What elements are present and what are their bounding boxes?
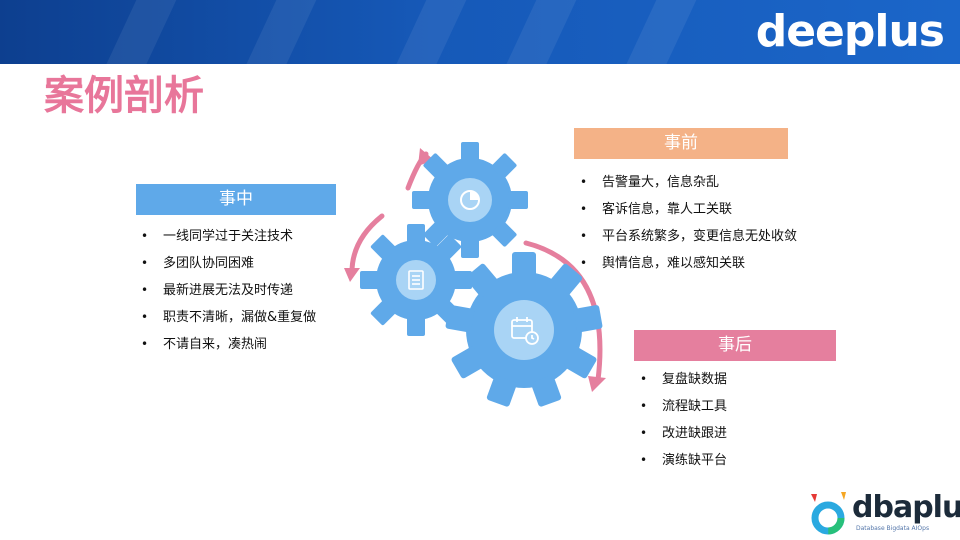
list-item: 多团队协同困难 (139, 250, 316, 277)
list-item: 舆情信息，难以感知关联 (578, 250, 797, 277)
list-item: 一线同学过于关注技术 (139, 223, 316, 250)
document-icon (408, 270, 424, 290)
curved-arrow-icon (523, 240, 603, 383)
after-header: 事后 (634, 330, 836, 361)
top-gear (412, 142, 528, 258)
list-item: 职责不清晰，漏做&重复做 (139, 304, 316, 331)
dbaplus-logo-text: dbaplus (852, 490, 960, 525)
list-item: 平台系统繁多，变更信息无处收敛 (578, 223, 797, 250)
before-header: 事前 (574, 128, 788, 159)
page-title: 案例剖析 (44, 73, 204, 119)
list-item: 告警量大，信息杂乱 (578, 169, 797, 196)
gears-diagram (344, 142, 606, 407)
dbaplus-tagline: Database Bigdata AIOps (856, 525, 930, 532)
calendar-clock-icon (511, 317, 539, 345)
list-item: 不请自来，凑热闹 (139, 331, 316, 358)
list-item: 最新进展无法及时传递 (139, 277, 316, 304)
dbaplus-mark-icon (811, 492, 846, 535)
brand-logo: deeplus (755, 6, 945, 57)
after-list: 复盘缺数据 流程缺工具 改进缺跟进 演练缺平台 (638, 366, 727, 474)
list-item: 流程缺工具 (638, 393, 727, 420)
during-header: 事中 (136, 184, 336, 215)
header-banner: deeplus (0, 0, 960, 64)
curved-arrow-icon (349, 213, 385, 275)
big-gear (445, 252, 603, 407)
pie-chart-icon (460, 190, 480, 210)
before-list: 告警量大，信息杂乱 客诉信息，靠人工关联 平台系统繁多，变更信息无处收敛 舆情信… (578, 169, 797, 277)
list-item: 客诉信息，靠人工关联 (578, 196, 797, 223)
list-item: 演练缺平台 (638, 447, 727, 474)
dbaplus-logo: dbaplus Database Bigdata AIOps (808, 490, 960, 538)
during-list: 一线同学过于关注技术 多团队协同困难 最新进展无法及时传递 职责不清晰，漏做&重… (139, 223, 316, 358)
list-item: 复盘缺数据 (638, 366, 727, 393)
list-item: 改进缺跟进 (638, 420, 727, 447)
